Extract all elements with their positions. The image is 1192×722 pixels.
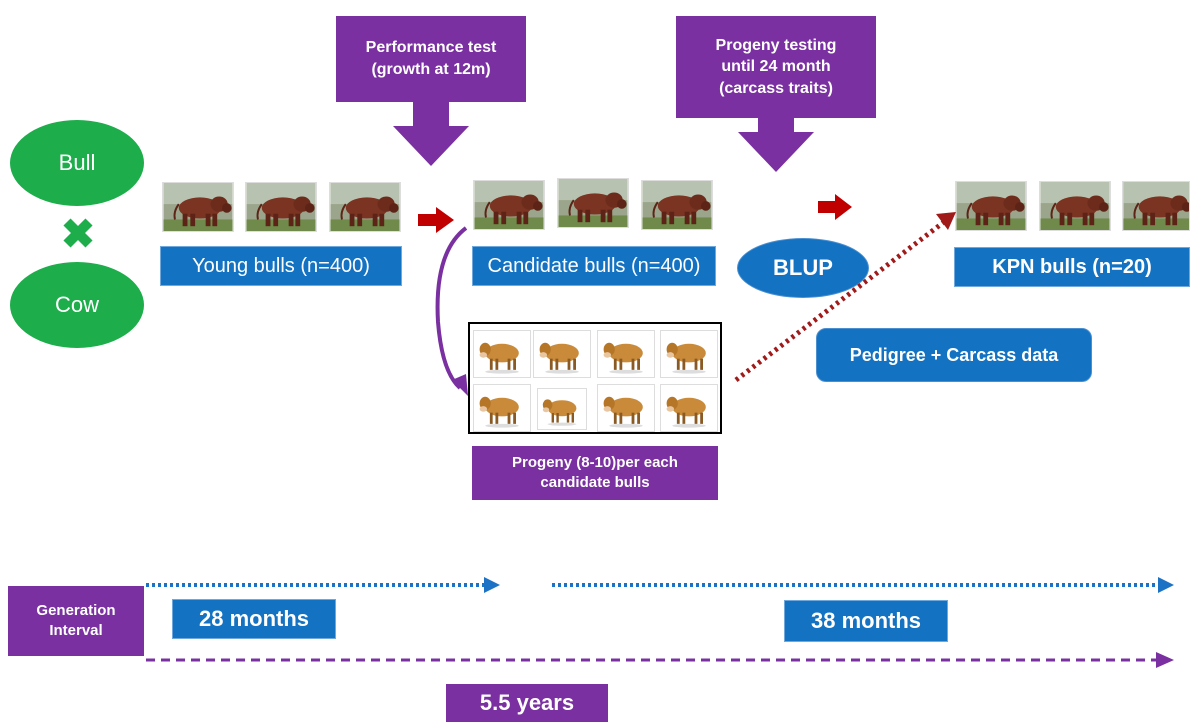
- young-bull-photo: [245, 182, 317, 232]
- young-bull-photo: [329, 182, 401, 232]
- cross-icon: [63, 218, 93, 248]
- candidate-bull-photo: [473, 180, 545, 230]
- progeny-box: Progeny (8-10)per each candidate bulls: [472, 446, 718, 500]
- total-duration-box: 5.5 years: [446, 684, 608, 722]
- candidate-bull-photo: [557, 178, 629, 228]
- dotted-red-arrow-icon: [734, 212, 956, 382]
- progeny-cow-photo: [473, 384, 531, 432]
- cow-label: Cow: [54, 292, 99, 317]
- performance-test-callout: Performance test (growth at 12m): [336, 16, 526, 166]
- performance-test-line-2: (growth at 12m): [371, 61, 491, 78]
- progeny-cow-photo: [660, 384, 718, 432]
- progeny-cow-photo: [597, 330, 655, 378]
- dotted-blue-arrow-icon: [146, 577, 500, 593]
- young-bulls-label: Young bulls (n=400): [192, 254, 370, 277]
- progeny-line-2: candidate bulls: [540, 474, 650, 491]
- kpn-bull-photo: [1039, 181, 1111, 231]
- bull-ellipse: Bull: [10, 120, 144, 206]
- generation-interval-box: Generation Interval: [8, 586, 144, 656]
- kpn-bulls-label: KPN bulls (n=20): [992, 255, 1152, 278]
- first-phase-label: 28 months: [198, 606, 310, 631]
- kpn-bull-photo: [1122, 181, 1190, 231]
- performance-test-line-1: Performance test: [365, 39, 497, 57]
- candidate-bulls-label: Candidate bulls (n=400): [487, 254, 701, 277]
- progeny-grid: [468, 322, 722, 434]
- progeny-line-1: Progeny (8-10)per each: [512, 453, 678, 471]
- second-phase-box: 38 months: [784, 600, 948, 642]
- blup-ellipse: BLUP: [737, 238, 869, 298]
- candidate-bulls-box: Candidate bulls (n=400): [472, 246, 716, 286]
- total-duration-label: 5.5 years: [479, 690, 575, 716]
- curved-arrow-icon: [435, 226, 468, 396]
- progeny-cow-photo: [537, 388, 587, 430]
- progeny-cow-photo: [533, 330, 591, 378]
- progeny-testing-callout: Progeny testing until 24 month (carcass …: [676, 16, 876, 172]
- generation-interval-line-1: Generation: [36, 601, 116, 619]
- pedigree-carcass-box: Pedigree + Carcass data: [816, 328, 1092, 382]
- dashed-purple-arrow-icon: [146, 652, 1174, 668]
- progeny-cow-photo: [597, 384, 655, 432]
- progeny-cow-photo: [473, 330, 531, 378]
- young-bull-photo: [162, 182, 234, 232]
- first-phase-box: 28 months: [172, 599, 336, 639]
- progeny-testing-line-2: until 24 month: [721, 58, 831, 76]
- candidate-bull-photo: [641, 180, 713, 230]
- kpn-bull-photo: [955, 181, 1027, 231]
- pedigree-carcass-label: Pedigree + Carcass data: [849, 344, 1059, 365]
- cow-ellipse: Cow: [10, 262, 144, 348]
- bull-label: Bull: [58, 150, 96, 175]
- kpn-bulls-box: KPN bulls (n=20): [954, 247, 1190, 287]
- progeny-testing-line-3: (carcass traits): [719, 79, 833, 97]
- young-bulls-box: Young bulls (n=400): [160, 246, 402, 286]
- progeny-cow-photo: [660, 330, 718, 378]
- red-arrow-icon: [418, 207, 454, 233]
- blup-label: BLUP: [773, 255, 833, 280]
- red-arrow-icon: [818, 194, 852, 220]
- generation-interval-line-2: Interval: [49, 622, 103, 639]
- dotted-blue-arrow-icon: [552, 577, 1174, 593]
- second-phase-label: 38 months: [810, 608, 922, 633]
- progeny-testing-line-1: Progeny testing: [715, 36, 837, 54]
